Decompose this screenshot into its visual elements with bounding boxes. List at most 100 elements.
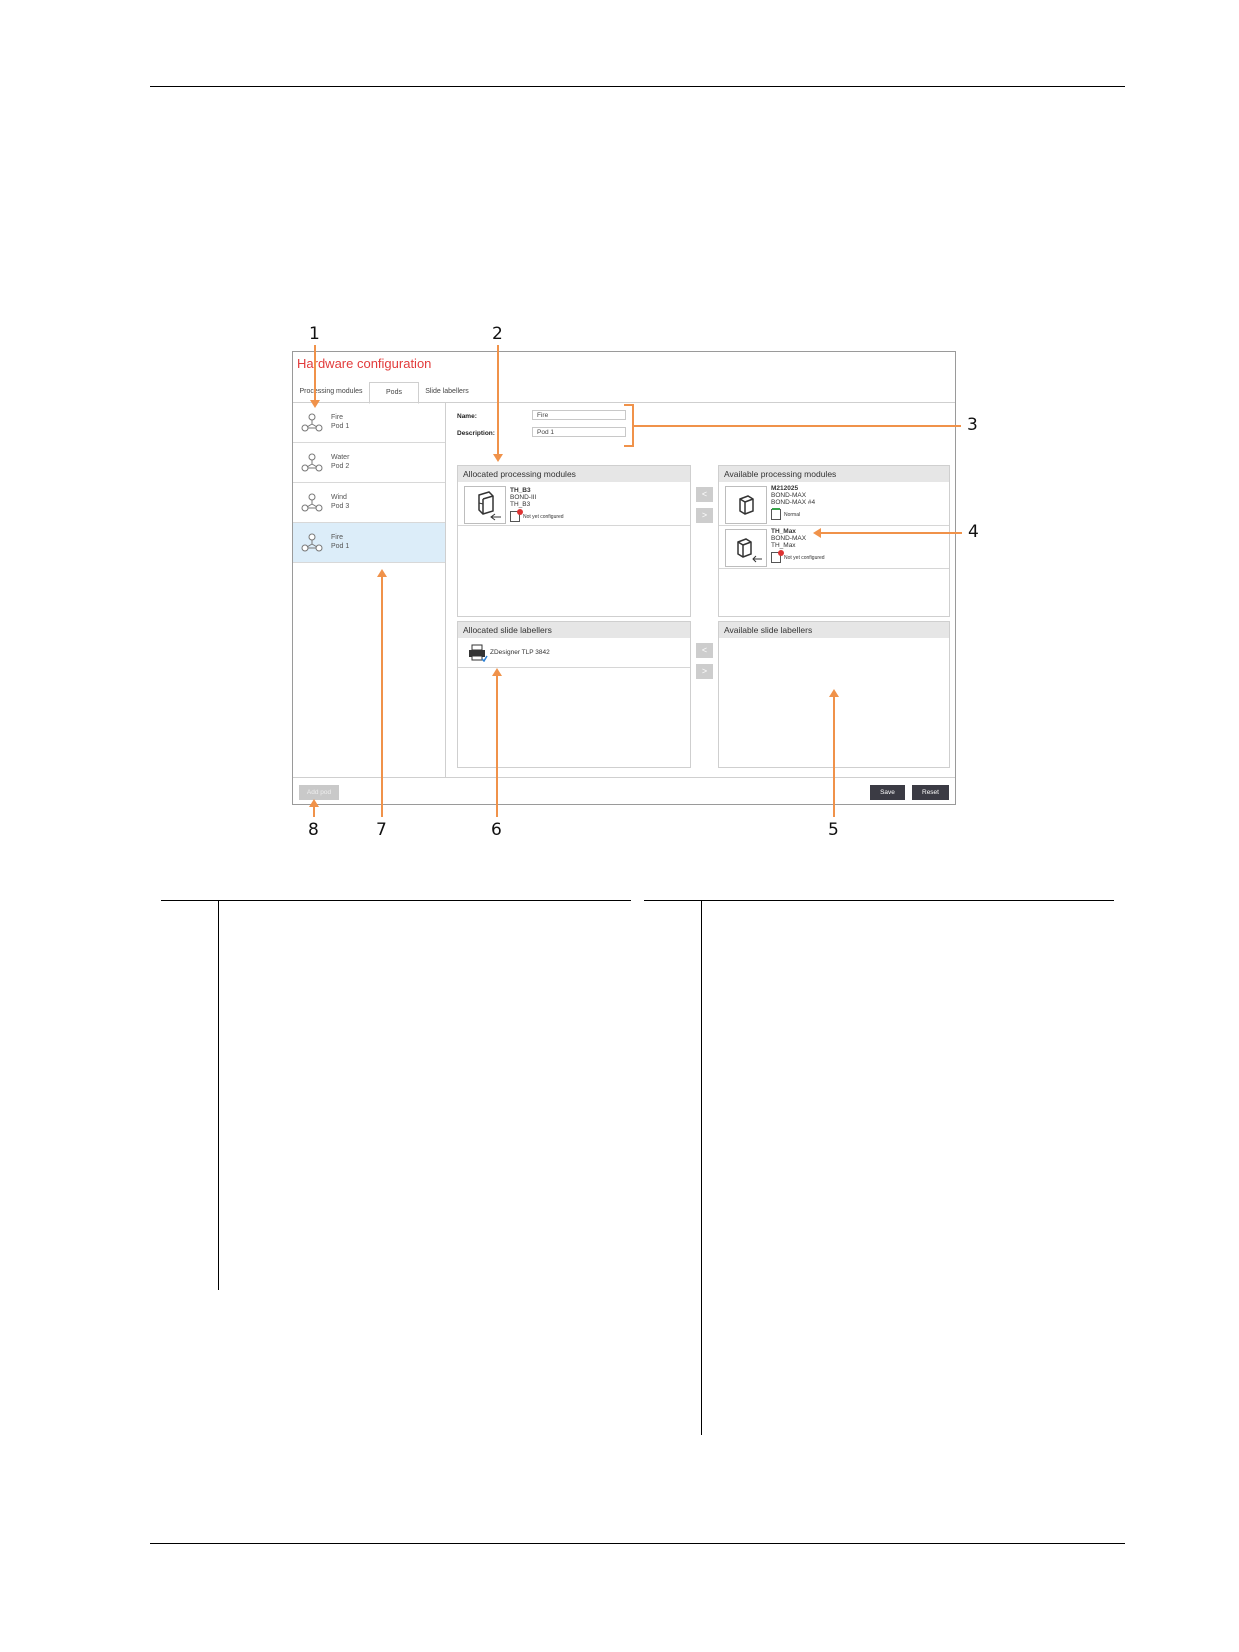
callout-7-line [381,576,383,817]
callout-8: 8 [308,820,319,840]
module-status-text: Not yet configured [784,554,825,561]
name-label: Name: [457,413,477,420]
callout-7-arrowhead [377,569,387,577]
printer-icon [469,644,488,662]
module-status: Not yet configured [771,550,825,563]
callout-2-line [497,345,499,455]
pod-description: Pod 3 [331,503,350,510]
pod-name: Fire [331,534,344,541]
tab-pods[interactable]: Pods [369,382,419,404]
module-serial: TH_B3 [510,501,531,508]
callout-8-line [313,805,315,817]
callout-5-line [833,696,835,817]
save-button[interactable]: Save [870,785,905,800]
move-left-button[interactable]: < [696,487,713,502]
move-right-button[interactable]: > [696,508,713,523]
allocated-labellers-panel: Allocated slide labellers ZDesigner TLP … [457,621,691,768]
tab-processing-modules[interactable]: Processing modules [299,388,363,395]
allocated-modules-panel: Allocated processing modules TH_B3 BOND-… [457,465,691,617]
module-box [725,529,767,567]
tab-divider [293,402,955,403]
allocated-modules-header: Allocated processing modules [458,466,690,482]
callout-8-arrowhead [309,799,319,807]
pod-network-icon [301,453,323,472]
normal-status-icon [771,508,781,520]
module-name: M212025 [771,485,799,492]
module-box [464,486,506,524]
not-configured-icon [510,509,523,522]
pod-list: Fire Pod 1 Water Pod 2 Wind Pod 3 Fire P… [293,403,446,777]
module-type: BOND-MAX [771,535,807,542]
allocated-labellers-header: Allocated slide labellers [458,622,690,638]
footer-rule [150,1543,1125,1544]
callout-3: 3 [967,415,978,435]
pod-network-icon [301,413,323,432]
labeller-row[interactable]: ZDesigner TLP 3842 [458,639,690,668]
pod-name: Fire [331,414,344,421]
callout-5: 5 [828,820,839,840]
callout-1: 1 [309,324,320,344]
processing-module-icon [478,491,501,521]
labeller-name: ZDesigner TLP 3842 [490,649,550,656]
pod-description: Pod 1 [331,423,350,430]
table-left-top-rule [161,900,631,901]
header-rule [150,86,1125,87]
name-field[interactable]: Fire [532,410,626,420]
not-configured-icon [771,550,784,563]
tab-slide-labellers[interactable]: Slide labellers [425,388,469,395]
callout-5-arrowhead [829,689,839,697]
callout-4-arrowhead [813,528,821,538]
callout-1-arrowhead [310,400,320,408]
module-type: BOND-III [510,494,537,501]
pod-list-item[interactable]: Wind Pod 3 [293,483,445,523]
module-row[interactable]: M212025 BOND-MAX BOND-MAX #4 Normal [719,483,949,526]
module-row[interactable]: TH_B3 BOND-III TH_B3 Not yet configured [458,483,690,526]
module-serial: BOND-MAX #4 [771,499,816,506]
pod-list-item[interactable]: Fire Pod 1 [293,403,445,443]
callout-3-bracket-bottom [624,445,633,447]
reset-button[interactable]: Reset [912,785,949,800]
pod-network-icon [301,493,323,512]
available-modules-panel: Available processing modules M212025 BON… [718,465,950,617]
module-status: Not yet configured [510,509,564,522]
callout-2-arrowhead [493,454,503,462]
move-left-button[interactable]: < [696,643,713,658]
module-name: TH_Max [771,528,796,535]
move-right-button[interactable]: > [696,664,713,679]
pod-name: Wind [331,494,347,501]
window-title: Hardware configuration [297,356,432,371]
pod-description: Pod 1 [331,543,350,550]
module-box [725,486,767,524]
table-left-divider [218,900,219,1290]
available-labellers-header: Available slide labellers [719,622,949,638]
callout-3-line [633,425,961,427]
module-status: Normal [771,508,800,520]
callout-4: 4 [968,522,979,542]
pod-description: Pod 2 [331,463,350,470]
callout-1-line [314,345,316,401]
module-name: TH_B3 [510,487,531,494]
description-field[interactable]: Pod 1 [532,427,626,437]
hardware-configuration-window: Hardware configuration Processing module… [292,351,956,805]
callout-3-bracket-top [624,404,633,406]
module-serial: TH_Max [771,542,796,549]
table-right-top-rule [644,900,1114,901]
table-right-divider [701,900,702,1435]
pod-list-item-selected[interactable]: Fire Pod 1 [293,523,445,563]
module-status-text: Not yet configured [523,513,564,520]
pod-list-item[interactable]: Water Pod 2 [293,443,445,483]
callout-7: 7 [376,820,387,840]
callout-2: 2 [492,324,503,344]
add-pod-button[interactable]: Add pod [299,785,339,800]
module-row[interactable]: TH_Max BOND-MAX TH_Max Not yet configure… [719,526,949,569]
callout-6: 6 [491,820,502,840]
pod-name: Water [331,454,350,461]
processing-module-icon [737,538,762,563]
module-type: BOND-MAX [771,492,807,499]
processing-module-icon [739,495,754,515]
callout-4-line [820,532,962,534]
pod-network-icon [301,533,323,552]
available-modules-header: Available processing modules [719,466,949,482]
description-label: Description: [457,430,495,437]
callout-6-arrowhead [492,668,502,676]
